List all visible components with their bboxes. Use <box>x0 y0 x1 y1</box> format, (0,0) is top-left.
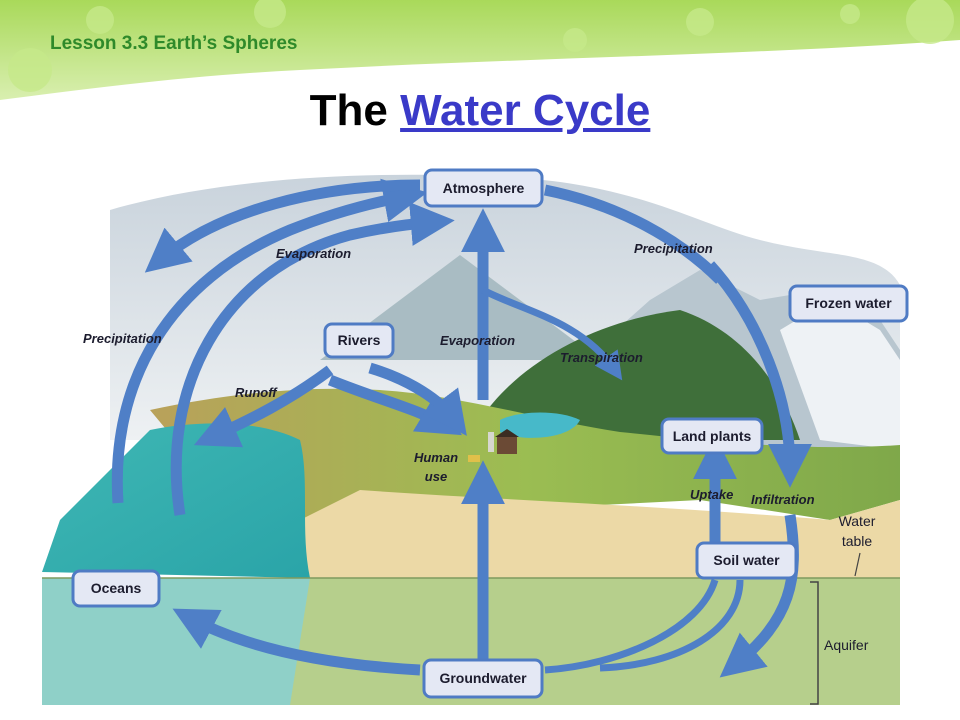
label-water-table-2: table <box>842 533 873 549</box>
arrow-soil-groundwater <box>544 578 719 674</box>
snow-peaks <box>780 300 900 450</box>
label-water-table-1: Water <box>839 513 876 529</box>
label-precipitation-left: Precipitation <box>83 331 162 346</box>
lesson-label: Lesson 3.3 Earth’s Spheres <box>50 33 298 54</box>
arrow-precipitation-right <box>705 261 812 488</box>
lake <box>500 412 580 438</box>
label-infiltration: Infiltration <box>751 492 815 507</box>
label-runoff: Runoff <box>235 385 278 400</box>
box-atmosphere: Atmosphere <box>423 168 544 208</box>
label-transpiration: Transpiration <box>560 350 643 365</box>
arrow-rivers-human-2 <box>368 362 467 436</box>
label-precipitation-right: Precipitation <box>634 241 713 256</box>
arrow-transpiration <box>481 286 623 381</box>
header-banner <box>0 0 960 100</box>
label-evaporation-left: Evaporation <box>276 246 351 261</box>
aquifer-bracket <box>810 581 819 705</box>
label-frozen-water: Frozen water <box>805 295 892 311</box>
arrow-precipitation-left <box>144 179 421 273</box>
label-land-plants: Land plants <box>673 428 752 444</box>
label-uptake: Uptake <box>690 487 733 502</box>
box-groundwater: Groundwater <box>422 658 544 699</box>
label-human-use-1: Human <box>414 450 458 465</box>
arrow-precipitation-right-top <box>543 184 724 284</box>
label-oceans: Oceans <box>91 580 142 596</box>
arrow-infiltration <box>719 514 799 678</box>
label-aquifer: Aquifer <box>824 637 869 653</box>
title-link[interactable]: Water Cycle <box>400 86 651 135</box>
box-soil-water: Soil water <box>695 541 798 580</box>
water-table-pointer <box>854 552 861 577</box>
box-oceans: Oceans <box>71 569 161 608</box>
label-rivers: Rivers <box>338 332 381 348</box>
label-groundwater: Groundwater <box>439 670 527 686</box>
arrow-evaporation-inner <box>170 202 455 516</box>
box-land-plants: Land plants <box>660 417 764 455</box>
box-rivers: Rivers <box>323 322 395 359</box>
arrow-groundwater-ocean <box>172 608 421 676</box>
page-title: The Water Cycle <box>0 86 960 136</box>
label-atmosphere: Atmosphere <box>443 180 525 196</box>
farm-icon <box>468 429 519 462</box>
box-frozen-water: Frozen water <box>788 284 909 323</box>
arrow-runoff <box>193 365 334 448</box>
label-evaporation-center: Evaporation <box>440 333 515 348</box>
title-prefix: The <box>309 86 401 135</box>
arrow-evaporation-ocean <box>111 178 428 504</box>
arrow-soil-groundwater-2 <box>599 579 744 672</box>
label-soil-water: Soil water <box>713 552 780 568</box>
label-human-use-2: use <box>425 469 447 484</box>
forest <box>480 310 800 440</box>
